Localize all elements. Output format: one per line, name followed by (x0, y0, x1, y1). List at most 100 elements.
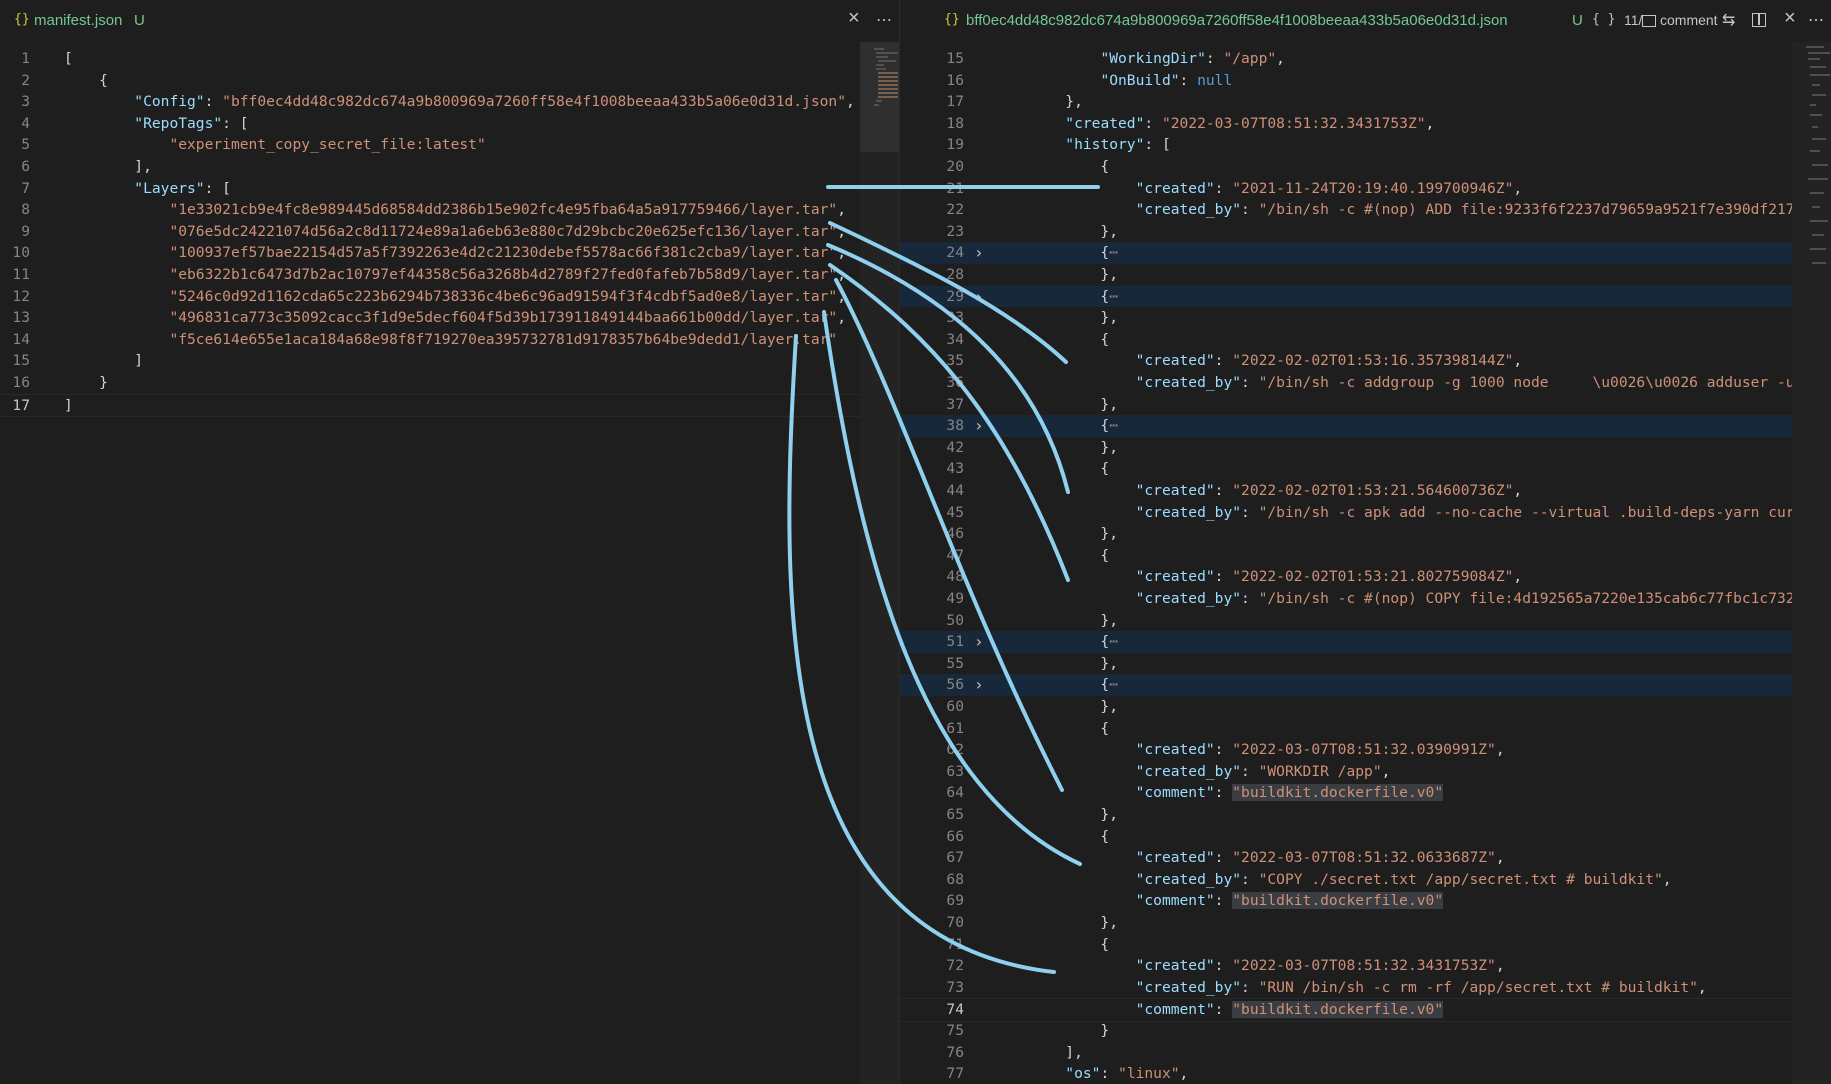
line-number[interactable]: 68 (946, 870, 964, 888)
line-number[interactable]: 77 (946, 1065, 964, 1083)
line-number[interactable]: 21 (946, 179, 964, 197)
line-number[interactable]: 14 (12, 330, 30, 348)
line-number[interactable]: 38 (946, 417, 964, 435)
code-line[interactable]: 56› {⋯ (900, 674, 1831, 696)
line-number[interactable]: 28 (946, 266, 964, 283)
code-line[interactable]: 6 ], (0, 156, 899, 178)
fold-chevron-icon[interactable]: › (974, 675, 984, 695)
line-number[interactable]: 17 (946, 93, 964, 111)
code-line[interactable]: 15 "WorkingDir": "/app", (900, 48, 1831, 70)
code-line[interactable]: 5 "experiment_copy_secret_file:latest" (0, 134, 899, 156)
line-number[interactable]: 63 (946, 762, 964, 780)
split-editor-icon[interactable] (1752, 13, 1766, 27)
line-number[interactable]: 12 (12, 287, 30, 305)
code-line[interactable]: 16 "OnBuild": null (900, 70, 1831, 92)
line-number[interactable]: 6 (21, 158, 30, 175)
line-number[interactable]: 22 (946, 201, 964, 219)
code-line[interactable]: 11 "eb6322b1c6473d7b2ac10797ef44358c56a3… (0, 264, 899, 286)
braces-icon[interactable]: { } (1592, 12, 1616, 27)
line-number[interactable]: 5 (21, 136, 30, 154)
line-number[interactable]: 3 (21, 93, 30, 111)
code-line[interactable]: 74 "comment": "buildkit.dockerfile.v0" (900, 998, 1831, 1022)
code-line[interactable]: 50 }, (900, 610, 1831, 632)
code-line[interactable]: 64 "comment": "buildkit.dockerfile.v0" (900, 782, 1831, 804)
code-line[interactable]: 2 { (0, 70, 899, 92)
code-line[interactable]: 23 }, (900, 221, 1831, 243)
fold-chevron-icon[interactable]: › (974, 286, 984, 306)
code-line[interactable]: 75 } (900, 1020, 1831, 1042)
code-line[interactable]: 17 }, (900, 91, 1831, 113)
line-number[interactable]: 33 (946, 309, 964, 327)
line-number[interactable]: 15 (12, 352, 30, 370)
code-line[interactable]: 73 "created_by": "RUN /bin/sh -c rm -rf … (900, 977, 1831, 999)
left-minimap[interactable] (860, 42, 899, 1084)
left-code-editor[interactable]: 1[2 {3 "Config": "bff0ec4dd48c982dc674a9… (0, 42, 899, 1084)
code-line[interactable]: 43 { (900, 458, 1831, 480)
line-number[interactable]: 50 (946, 611, 964, 629)
line-number[interactable]: 24 (946, 244, 964, 262)
line-number[interactable]: 46 (946, 525, 964, 543)
line-number[interactable]: 19 (946, 136, 964, 154)
code-line[interactable]: 36 "created_by": "/bin/sh -c addgroup -g… (900, 372, 1831, 394)
line-number[interactable]: 2 (21, 71, 30, 89)
close-tab-icon[interactable]: × (1784, 7, 1796, 29)
code-line[interactable]: 18 "created": "2022-03-07T08:51:32.34317… (900, 113, 1831, 135)
code-line[interactable]: 21 "created": "2021-11-24T20:19:40.19970… (900, 178, 1831, 200)
code-line[interactable]: 19 "history": [ (900, 134, 1831, 156)
close-tab-icon[interactable]: × (848, 7, 860, 29)
line-number[interactable]: 20 (946, 158, 964, 175)
line-number[interactable]: 75 (946, 1022, 964, 1039)
line-number[interactable]: 16 (946, 71, 964, 89)
line-number[interactable]: 48 (946, 568, 964, 586)
code-line[interactable]: 10 "100937ef57bae22154d57a5f7392263e4d2c… (0, 242, 899, 264)
line-number[interactable]: 56 (946, 676, 964, 694)
line-number[interactable]: 61 (946, 719, 964, 737)
line-number[interactable]: 73 (946, 978, 964, 996)
code-line[interactable]: 33 }, (900, 307, 1831, 329)
code-line[interactable]: 15 ] (0, 350, 899, 372)
line-number[interactable]: 4 (21, 114, 30, 132)
code-line[interactable]: 45 "created_by": "/bin/sh -c apk add --n… (900, 502, 1831, 524)
line-number[interactable]: 66 (946, 827, 964, 845)
code-line[interactable]: 68 "created_by": "COPY ./secret.txt /app… (900, 869, 1831, 891)
code-line[interactable]: 71 { (900, 934, 1831, 956)
right-minimap[interactable] (1792, 42, 1831, 1084)
more-actions-icon[interactable]: ⋯ (1808, 12, 1824, 29)
code-line[interactable]: 22 "created_by": "/bin/sh -c #(nop) ADD … (900, 199, 1831, 221)
line-number[interactable]: 34 (946, 330, 964, 348)
code-line[interactable]: 3 "Config": "bff0ec4dd48c982dc674a9b8009… (0, 91, 899, 113)
line-number[interactable]: 67 (946, 849, 964, 867)
tab-manifest-json[interactable]: manifest.json (34, 12, 123, 29)
code-line[interactable]: 65 }, (900, 804, 1831, 826)
code-line[interactable]: 66 { (900, 826, 1831, 848)
line-number[interactable]: 49 (946, 590, 964, 607)
code-line[interactable]: 24› {⋯ (900, 242, 1831, 264)
fold-chevron-icon[interactable]: › (974, 416, 984, 436)
line-number[interactable]: 51 (946, 633, 964, 651)
comment-icon[interactable] (1642, 15, 1656, 27)
code-line[interactable]: 38› {⋯ (900, 415, 1831, 437)
line-number[interactable]: 9 (21, 222, 30, 240)
code-line[interactable]: 70 }, (900, 912, 1831, 934)
line-number[interactable]: 60 (946, 698, 964, 715)
code-line[interactable]: 34 { (900, 329, 1831, 351)
code-line[interactable]: 60 }, (900, 696, 1831, 718)
line-number[interactable]: 11 (12, 266, 30, 283)
code-line[interactable]: 8 "1e33021cb9e4fc8e989445d68584dd2386b15… (0, 199, 899, 221)
code-line[interactable]: 62 "created": "2022-03-07T08:51:32.03909… (900, 739, 1831, 761)
code-line[interactable]: 72 "created": "2022-03-07T08:51:32.34317… (900, 955, 1831, 977)
more-actions-icon[interactable]: ⋯ (876, 12, 892, 29)
line-number[interactable]: 23 (946, 222, 964, 240)
code-line[interactable]: 4 "RepoTags": [ (0, 113, 899, 135)
line-number[interactable]: 70 (946, 914, 964, 931)
code-line[interactable]: 46 }, (900, 523, 1831, 545)
line-number[interactable]: 1 (21, 50, 30, 67)
code-line[interactable]: 63 "created_by": "WORKDIR /app", (900, 761, 1831, 783)
code-line[interactable]: 44 "created": "2022-02-02T01:53:21.56460… (900, 480, 1831, 502)
code-line[interactable]: 9 "076e5dc24221074d56a2c8d11724e89a1a6eb… (0, 221, 899, 243)
line-number[interactable]: 69 (946, 892, 964, 910)
line-number[interactable]: 72 (946, 957, 964, 975)
code-line[interactable]: 69 "comment": "buildkit.dockerfile.v0" (900, 890, 1831, 912)
code-line[interactable]: 67 "created": "2022-03-07T08:51:32.06336… (900, 847, 1831, 869)
code-line[interactable]: 37 }, (900, 394, 1831, 416)
